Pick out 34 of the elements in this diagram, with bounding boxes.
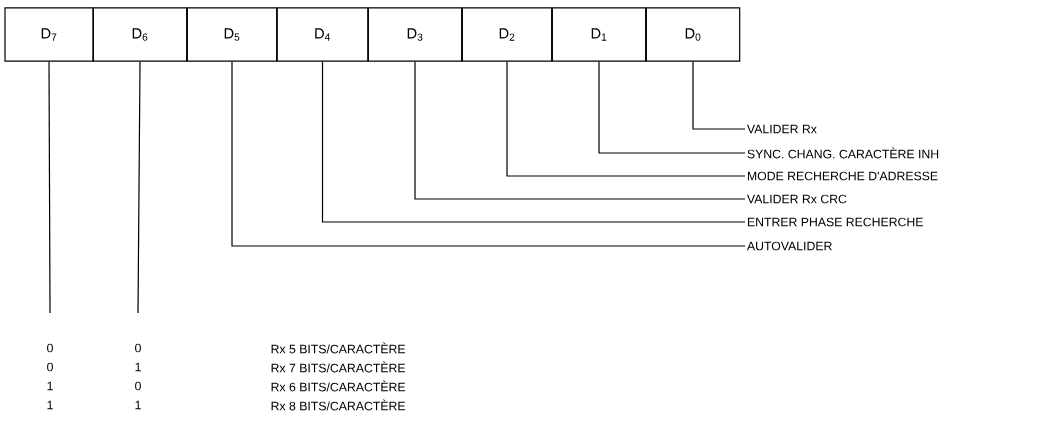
bit-description: ENTRER PHASE RECHERCHE — [747, 217, 923, 227]
register-bit-cell: D$_{4}$ — [276, 7, 369, 62]
register-bit-cell: D$_{7}$ — [4, 7, 94, 62]
bit-value: 0 — [47, 362, 53, 372]
register-bit-cell: D$_{5}$ — [186, 7, 278, 62]
bit-description: VALIDER Rx — [747, 124, 817, 134]
bit-value: 0 — [47, 343, 53, 353]
mode-description: Rx 5 BITS/CARACTÈRE — [271, 342, 405, 354]
bit-value: 1 — [135, 362, 141, 372]
register-bit-cell: D$_{3}$ — [367, 7, 463, 62]
bit-description: MODE RECHERCHE D'ADRESSE — [747, 171, 938, 181]
mode-description: Rx 8 BITS/CARACTÈRE — [271, 399, 405, 411]
bit-description: AUTOVALIDER — [746, 241, 832, 251]
register-bit-cell: D$_{6}$ — [92, 7, 188, 62]
leader-line — [692, 61, 746, 130]
bit-value: 0 — [135, 381, 141, 391]
bit-description: SYNC. CHANG. CARACTÈRE INH — [747, 147, 939, 159]
bit-description: VALIDER Rx CRC — [747, 194, 847, 204]
leader-line — [137, 61, 141, 314]
leader-line — [598, 61, 746, 154]
mode-description: Rx 7 BITS/CARACTÈRE — [271, 361, 405, 373]
bit-value: 1 — [47, 381, 53, 391]
leader-line — [321, 61, 746, 223]
register-bit-cell: D$_{2}$ — [461, 7, 553, 62]
bit-value: 1 — [135, 400, 141, 410]
leader-line — [48, 61, 51, 314]
bit-value: 1 — [47, 400, 53, 410]
mode-description: Rx 6 BITS/CARACTÈRE — [271, 380, 405, 392]
register-bit-cell: D$_{0}$ — [645, 7, 741, 62]
register-bit-cell: D$_{1}$ — [551, 7, 647, 62]
bit-value: 0 — [135, 343, 141, 353]
leader-line — [231, 61, 746, 247]
leader-line — [414, 61, 746, 200]
leader-line — [506, 61, 746, 177]
